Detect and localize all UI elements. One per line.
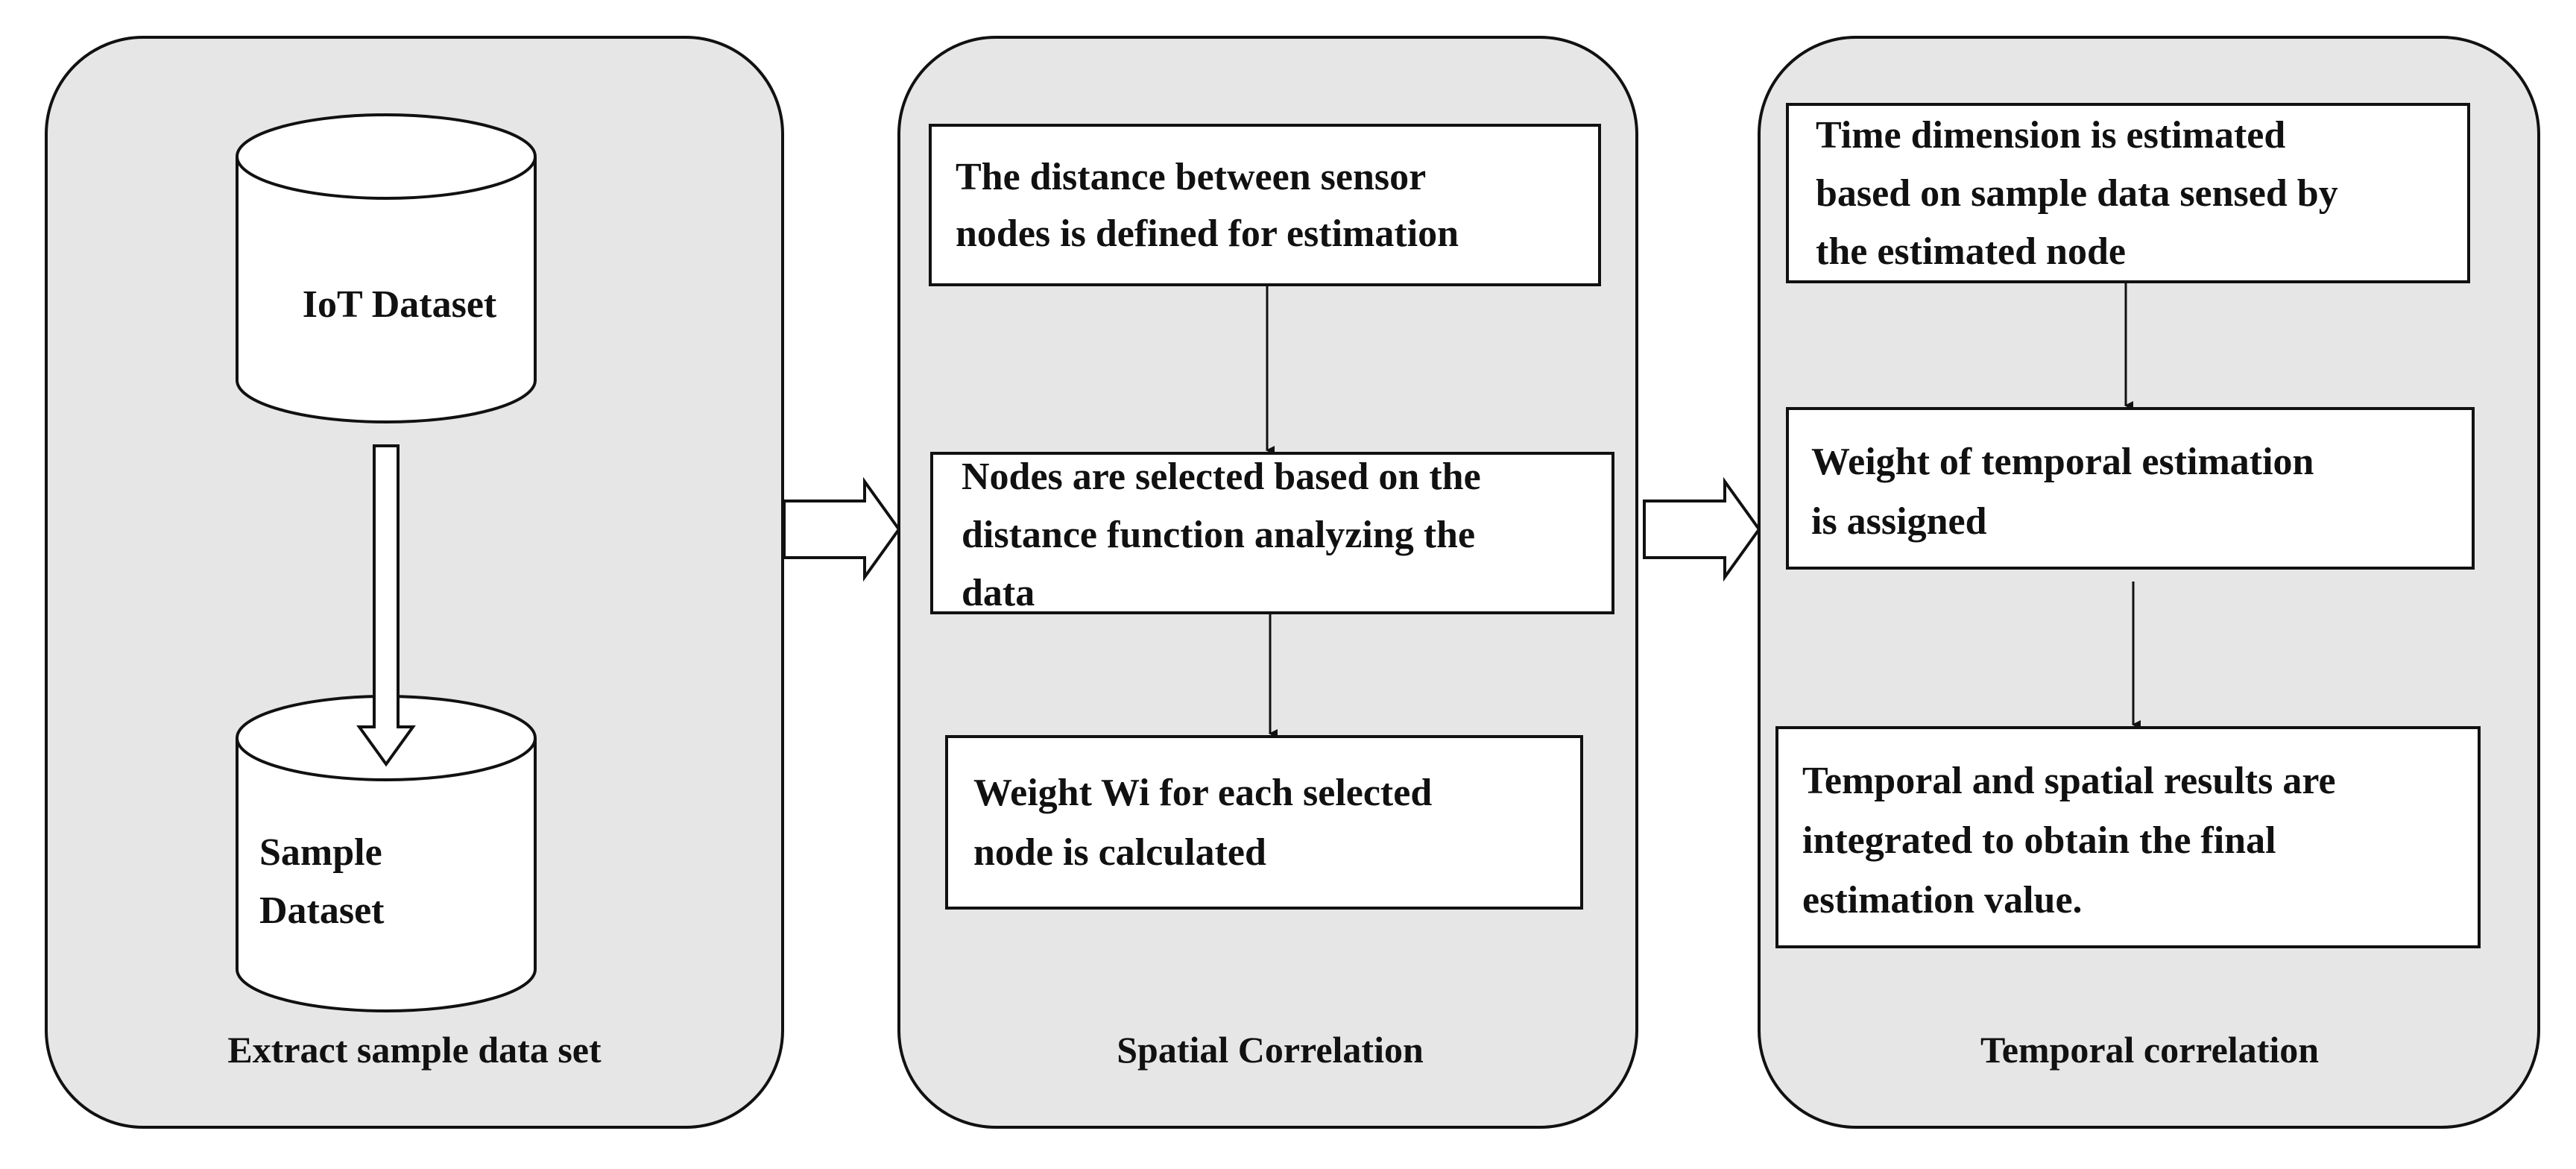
spatial-box-weight-line2: node is calculated <box>973 831 1266 874</box>
temporal-box-integration-line2: integrated to obtain the final <box>1802 819 2276 862</box>
spatial-box-weight <box>945 735 1583 910</box>
spatial-box-distance <box>929 124 1601 286</box>
spatial-box-weight-line1: Weight Wi for each selected <box>973 772 1432 814</box>
temporal-box-time-dimension <box>1786 103 2470 283</box>
temporal-box-weight-line2: is assigned <box>1811 500 1987 543</box>
temporal-box-time-dimension-line3: the estimated node <box>1816 230 2126 273</box>
panel-temporal-title: Temporal correlation <box>1980 1029 2319 1071</box>
sample-dataset-label-line1: Sample <box>259 831 382 874</box>
temporal-box-weight-line1: Weight of temporal estimation <box>1811 441 2314 483</box>
sample-dataset-cylinder: Sample Dataset <box>236 695 537 1012</box>
spatial-box-distance-line1: The distance between sensor <box>956 156 1426 198</box>
temporal-box-time-dimension-line1: Time dimension is estimated <box>1816 114 2285 157</box>
spatial-box-nodes-selected-line1: Nodes are selected based on the <box>962 456 1481 498</box>
panel-extract: IoT Dataset Sample Dataset Extract sampl… <box>45 36 784 1129</box>
temporal-box-integration <box>1775 726 2481 948</box>
temporal-box-integration-line3: estimation value. <box>1802 879 2083 921</box>
spatial-box-distance-line2: nodes is defined for estimation <box>956 212 1459 255</box>
temporal-box-time-dimension-line2: based on sample data sensed by <box>1816 172 2338 215</box>
temporal-box-weight <box>1786 407 2475 570</box>
temporal-box-integration-line1: Temporal and spatial results are <box>1802 760 2336 802</box>
spatial-box-nodes-selected-line2: distance function analyzing the <box>962 514 1475 556</box>
panel-spatial: The distance between sensor nodes is def… <box>897 36 1638 1129</box>
spatial-box-nodes-selected-line3: data <box>962 572 1035 614</box>
right-arrow-icon <box>1643 476 1761 582</box>
iot-dataset-label: IoT Dataset <box>303 283 497 326</box>
panel-extract-frame <box>45 36 784 1129</box>
panel-extract-title: Extract sample data set <box>227 1029 602 1071</box>
sample-dataset-label-line2: Dataset <box>259 889 385 932</box>
down-arrow-icon <box>356 444 416 767</box>
spatial-box-nodes-selected <box>930 452 1614 614</box>
panel-temporal: Time dimension is estimated based on sam… <box>1758 36 2540 1129</box>
iot-dataset-cylinder: IoT Dataset <box>236 113 537 423</box>
panel-spatial-title: Spatial Correlation <box>1117 1029 1424 1071</box>
right-arrow-icon <box>783 476 901 582</box>
